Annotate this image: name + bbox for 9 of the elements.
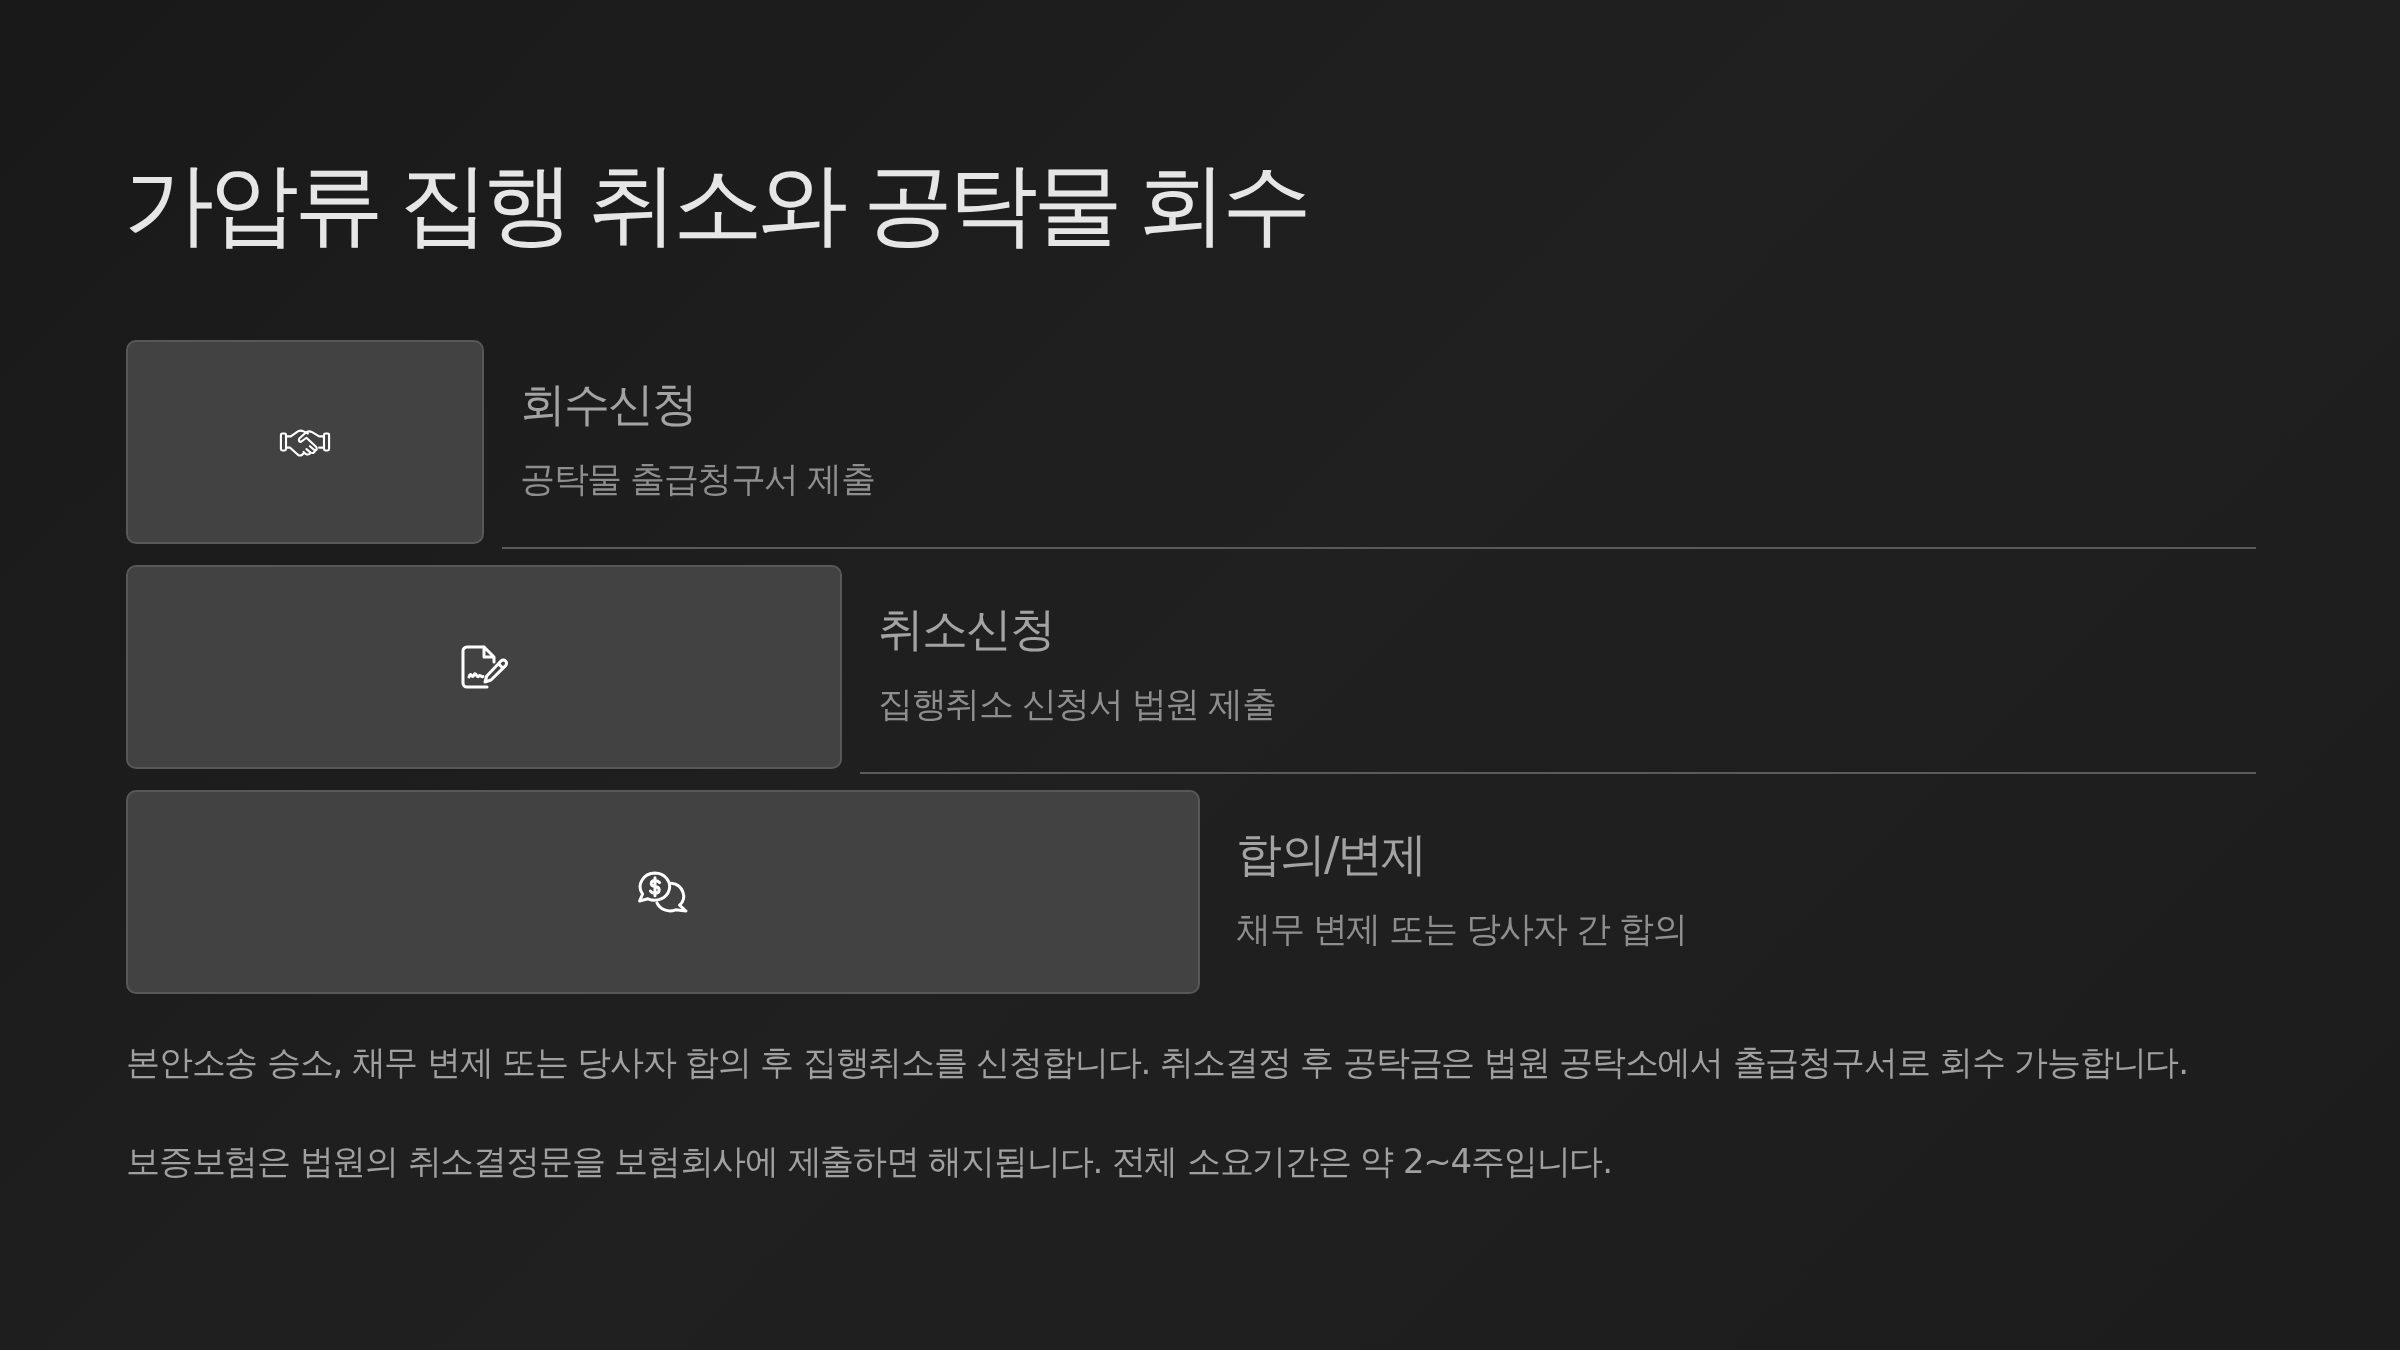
- step-heading: 합의/변제: [1236, 827, 1426, 883]
- title: 가압류 집행 취소와 공탁물 회수: [124, 152, 1308, 256]
- note-text: 본안소송 승소, 채무 변제 또는 당사자 합의 후 집행취소를 신청합니다. 취소결정 후 공탁금은 법원 공탁소에서 출급청구서로 회수 가능합니다.: [126, 1042, 2188, 1083]
- step-description: 집행취소 신청서 법원 제출: [878, 683, 1276, 725]
- step-description: 채무 변제 또는 당사자 간 합의: [1236, 908, 1687, 950]
- note-text: 보증보험은 법원의 취소결정문을 보험회사에 제출하면 해지됩니다. 전체 소요기간은 약 2~4주입니다.: [126, 1141, 1612, 1182]
- step-description: 공탁물 출급청구서 제출: [520, 458, 875, 500]
- step-heading: 회수신청: [520, 377, 696, 433]
- step-heading: 취소신청: [878, 602, 1054, 658]
